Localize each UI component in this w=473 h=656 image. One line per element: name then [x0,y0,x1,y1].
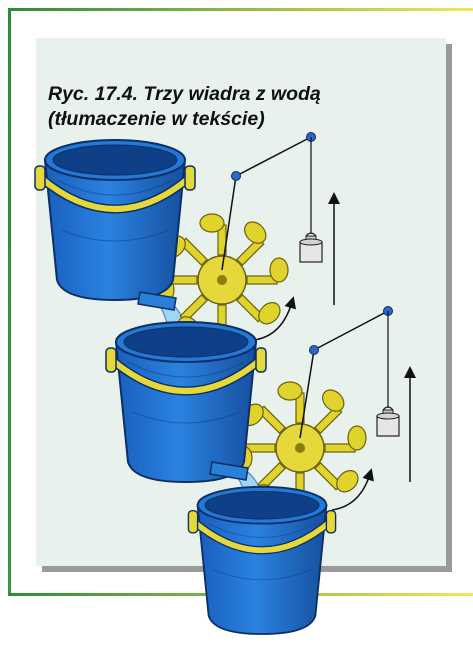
upper-lever [235,136,312,177]
lower-curved-arrow-icon [331,468,374,511]
caption-line-1: Ryc. 17.4. Trzy wiadra z wodą [48,83,321,105]
top-bucket-spout [137,291,177,311]
middle-bucket-icon [106,322,266,482]
lower-lever [313,310,389,351]
bottom-bucket-icon [188,487,335,634]
upper-curved-arrow-icon [253,296,297,341]
frame-top-border [8,8,473,11]
upper-rod [221,175,237,271]
figure-caption: Ryc. 17.4. Trzy wiadra z wodą (tłumaczen… [48,82,388,132]
frame-left-border [8,8,11,596]
upper-pivot-left [231,171,241,181]
lower-rod [299,349,315,439]
middle-bucket-spout [209,461,249,481]
top-bucket-icon [35,140,195,300]
lower-pivot-left [309,345,319,355]
caption-line-2: (tłumaczenie w tekście) [48,108,265,130]
